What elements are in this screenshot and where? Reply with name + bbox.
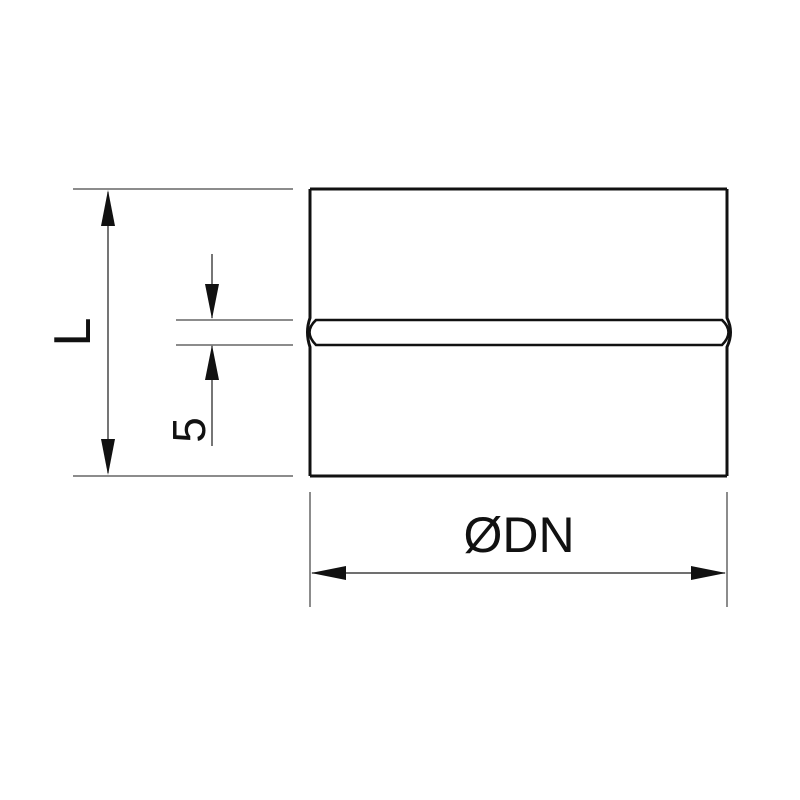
diameter-label: ØDN	[463, 507, 574, 563]
length-dimension	[101, 190, 115, 475]
bead-arrow-bottom	[205, 345, 219, 380]
length-arrow-bottom	[101, 439, 115, 475]
diameter-arrow-left	[311, 566, 346, 580]
center-bead	[308, 318, 730, 347]
diameter-arrow-right	[691, 566, 726, 580]
bead-width-dimension	[205, 254, 219, 446]
coupling-body	[306, 187, 732, 478]
diameter-dimension	[311, 566, 726, 580]
bead-width-label: 5	[163, 417, 215, 443]
bead-arrow-top	[205, 284, 219, 319]
length-arrow-top	[101, 190, 115, 226]
length-label: L	[44, 318, 102, 347]
